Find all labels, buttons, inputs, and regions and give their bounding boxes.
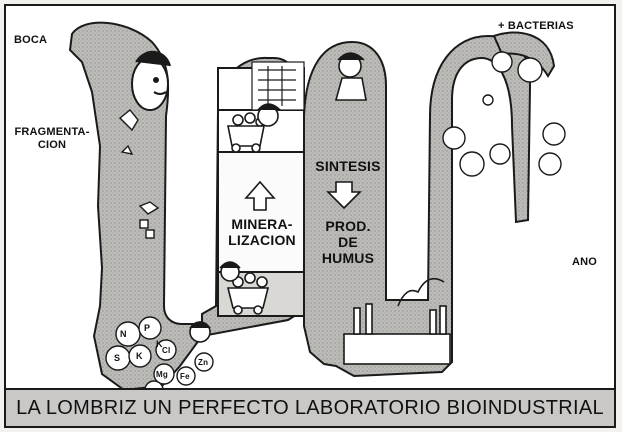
caption-text: LA LOMBRIZ UN PERFECTO LABORATORIO BIOIN…: [16, 397, 604, 420]
label-anus: ANO: [572, 256, 597, 269]
circuit-panel: [252, 62, 304, 110]
diagram-frame: N P K S K Cl Fe Mg Zn BOCA + BACTERIAS F…: [4, 4, 616, 428]
label-mineralization: MINERA- LIZACION: [214, 216, 310, 248]
label-synthesis: SINTESIS: [310, 158, 386, 174]
nutrient-mg: Mg: [156, 368, 168, 381]
label-humus-line2: DE: [310, 234, 386, 250]
face-icon: [132, 52, 170, 110]
caption-bar: LA LOMBRIZ UN PERFECTO LABORATORIO BIOIN…: [6, 388, 614, 426]
nutrient-k2: K: [136, 350, 143, 363]
label-mineralization-line1: MINERA-: [214, 216, 310, 232]
label-mouth: BOCA: [14, 34, 47, 47]
label-fragmentation-line1: FRAGMENTA-: [12, 126, 92, 139]
nutrient-cl: Cl: [162, 344, 170, 357]
worm-digestive-diagram: [6, 6, 614, 394]
label-bacteria: + BACTERIAS: [498, 20, 574, 33]
label-mineralization-line2: LIZACION: [214, 232, 310, 248]
nutrient-fe: Fe: [180, 370, 190, 383]
nutrient-s: S: [114, 352, 120, 365]
nutrient-zn: Zn: [198, 356, 208, 369]
label-humus-line3: HUMUS: [310, 250, 386, 266]
nutrient-n: N: [120, 328, 127, 341]
label-humus-line1: PROD.: [310, 218, 386, 234]
label-humus: PROD. DE HUMUS: [310, 218, 386, 266]
nutrient-p: P: [144, 322, 150, 335]
worker-icon-lower: [190, 322, 210, 342]
label-fragmentation: FRAGMENTA- CION: [12, 126, 92, 152]
label-fragmentation-line2: CION: [12, 139, 92, 152]
